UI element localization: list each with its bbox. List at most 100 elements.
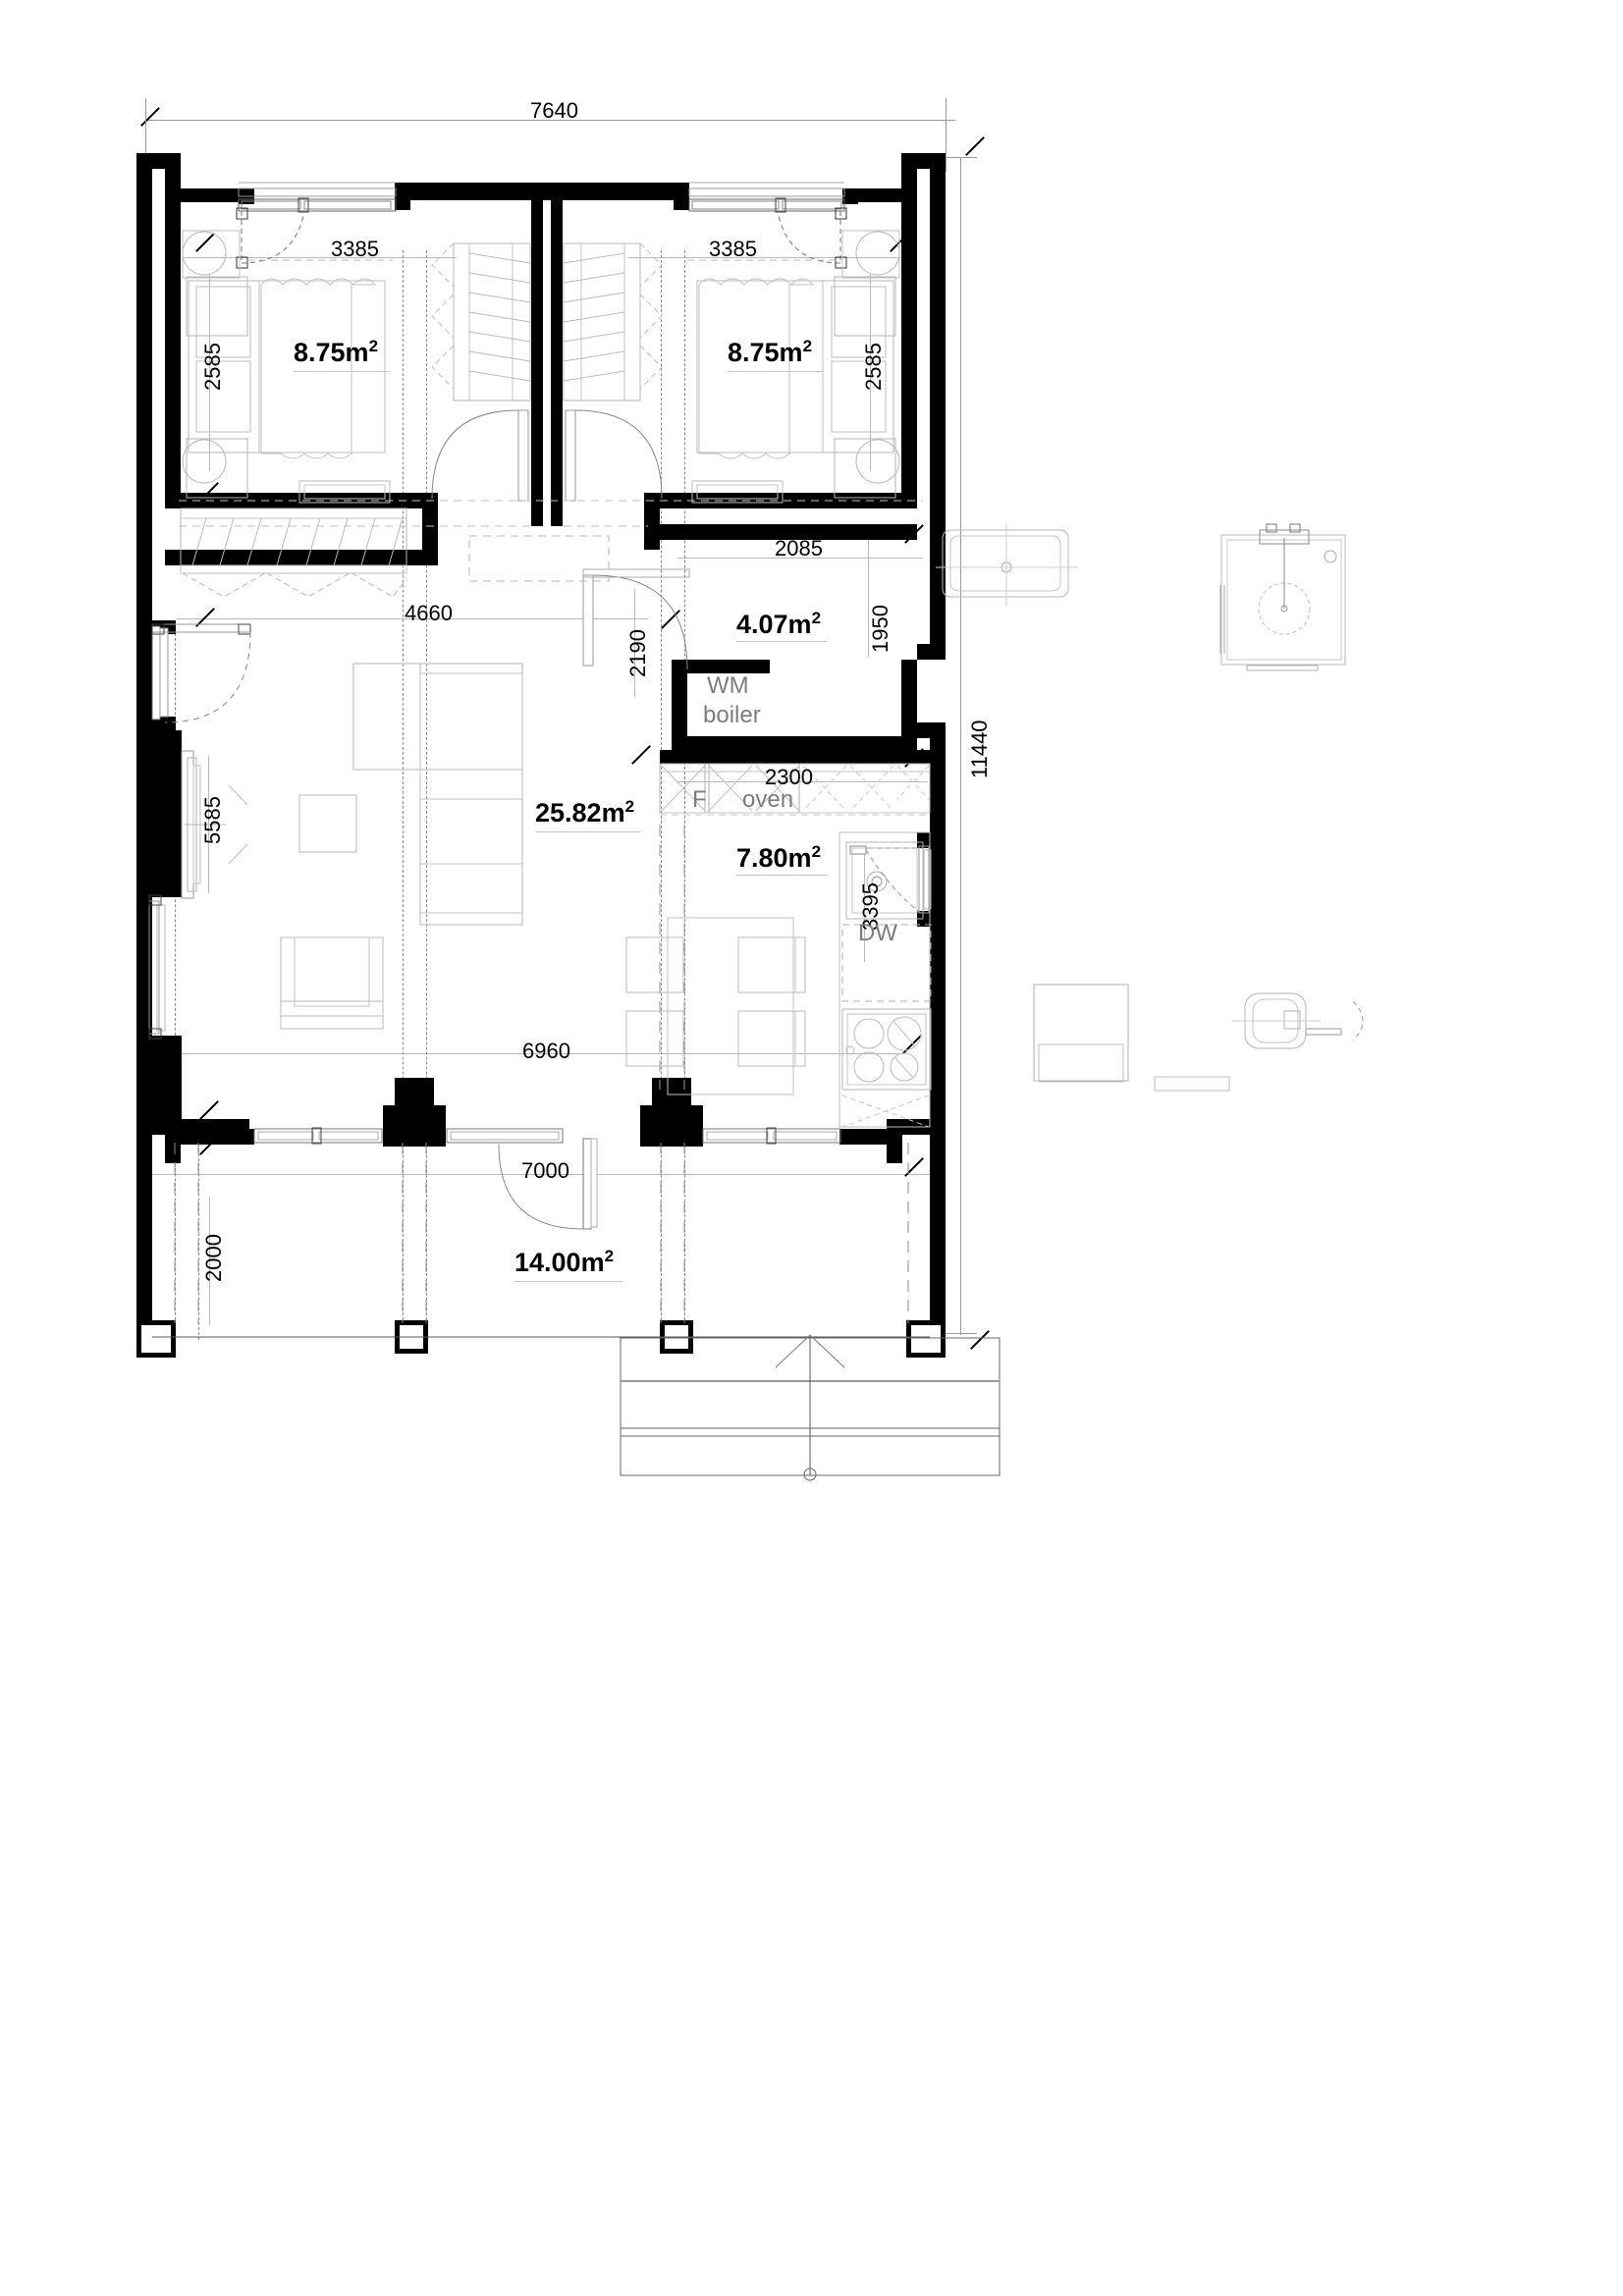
area-underline (294, 371, 390, 372)
dimension-bedroom-left-depth: 2585 (200, 343, 225, 391)
area-sup: 2 (811, 609, 822, 627)
grid-axis (661, 250, 662, 1340)
dimension-bedroom-right-depth: 2585 (861, 343, 886, 391)
wall-boiler-left (672, 660, 687, 750)
dim-line-overall-width-2 (946, 120, 955, 121)
dim-line-hall-width (177, 618, 648, 619)
area-sup: 2 (368, 337, 379, 355)
dim-tick (140, 107, 160, 127)
wall-bedroom-right-stub (644, 493, 660, 550)
wall-corridor-right (551, 194, 563, 508)
area-bedroom-right: 8.75m2 (728, 337, 812, 368)
wall-boiler-bottom (672, 736, 917, 750)
grid-axis (426, 250, 427, 1340)
dim-tick (965, 136, 985, 156)
dimension-bathroom-width: 2085 (775, 536, 823, 561)
area-value: 8.75m (728, 338, 803, 367)
area-sup: 2 (604, 1247, 615, 1265)
wall-kitchen-top (660, 750, 930, 764)
wall-bottom-left-return (165, 1129, 249, 1145)
dimension-hall-width: 4660 (405, 601, 453, 625)
dimension-terrace-width: 7000 (521, 1158, 569, 1183)
area-underline (736, 641, 827, 642)
grid-axis (175, 1139, 176, 1340)
dimension-bedroom-left-width: 3385 (331, 237, 379, 261)
wall-bedroom-left-inner (165, 188, 181, 493)
wall-left-door-jamb-bottom (136, 717, 176, 730)
dimension-living-depth: 5585 (200, 796, 225, 844)
column-pier-right-cap (640, 1105, 703, 1147)
dim-tick (195, 608, 215, 627)
column-pier-left-cap (383, 1105, 446, 1147)
area-bedroom-left: 8.75m2 (294, 337, 378, 368)
area-sup: 2 (811, 842, 822, 861)
dim-ext (938, 1333, 977, 1334)
dimension-bathroom-depth: 1950 (868, 605, 893, 653)
wall-window-jamb (239, 188, 254, 204)
wall-bathroom-right-inner (901, 660, 917, 750)
terrace-post-right-hole (911, 1325, 941, 1353)
dim-line-living-width (157, 1053, 903, 1054)
wall-left-pier-lower (136, 1036, 182, 1134)
area-underline (736, 875, 827, 876)
dim-line-bedroom-right (628, 257, 913, 258)
dim-tick (902, 1035, 922, 1054)
wall-kitchen-window-jamb-bot (917, 911, 946, 927)
wall-top-right-return (842, 188, 917, 202)
dim-line-overall-width (145, 120, 946, 121)
label-dishwasher: DW (858, 920, 897, 946)
wall-kitchen-window-jamb-top (917, 832, 946, 848)
area-value: 4.07m (736, 610, 812, 639)
dim-line-terrace-depth (209, 1198, 210, 1325)
area-value: 25.82m (535, 798, 625, 828)
wall-pier (165, 153, 181, 194)
dim-ext (145, 98, 146, 172)
dim-line-bathroom-width (677, 558, 923, 559)
dim-line-bedroom-left (182, 257, 457, 258)
dim-tick (661, 610, 680, 629)
wall-top-left-return (165, 188, 239, 202)
wall-bedroom-right-inner (901, 188, 917, 493)
wall-bedroom-right-bottom (644, 493, 917, 508)
label-washing-machine: WM (707, 672, 749, 699)
label-oven: oven (742, 786, 794, 813)
terrace-post-left-hole (141, 1325, 171, 1353)
wall-exterior-top-center (395, 183, 689, 200)
area-underline (514, 1281, 622, 1282)
label-boiler: boiler (703, 702, 761, 728)
area-value: 8.75m (294, 338, 369, 367)
area-bathroom: 4.07m2 (736, 609, 821, 640)
dimension-bedroom-right-width: 3385 (709, 237, 757, 261)
dim-line-overall-height (960, 157, 961, 1335)
area-terrace: 14.00m2 (514, 1247, 614, 1278)
dim-line-bathroom-depth (868, 530, 869, 658)
area-value: 7.80m (736, 843, 812, 873)
area-living-room: 25.82m2 (535, 797, 634, 828)
wall-jamb (395, 183, 410, 210)
dimension-overall-width: 7640 (530, 98, 578, 123)
terrace-post-ml-hole (400, 1325, 423, 1349)
wall-bathroom-top (660, 524, 917, 540)
wall-storage-bottom (165, 550, 438, 565)
area-underline (728, 371, 824, 372)
wall-jamb (674, 183, 689, 210)
wall-exterior-right-mid (930, 738, 946, 915)
label-fridge: F (692, 786, 707, 813)
area-sup: 2 (624, 797, 635, 816)
dim-ext (938, 157, 977, 158)
wall-corridor-left-b (531, 497, 543, 526)
area-value: 14.00m (514, 1248, 605, 1277)
grid-axis (198, 1139, 199, 1340)
wall-bottom-jamb (241, 1129, 254, 1145)
wall-exterior-right (930, 153, 946, 644)
wall-exterior-right-lower (930, 927, 946, 1133)
wall-bedroom-left-bottom (165, 493, 438, 508)
wall-exterior-left-bottom (136, 1119, 152, 1340)
wall-left-pier (136, 730, 182, 897)
wall-exterior-right-bottom (930, 1119, 946, 1340)
wall-left-door-jamb-top (136, 620, 176, 634)
dim-tick (199, 1100, 219, 1120)
dimension-hall-door-depth: 2190 (625, 629, 650, 677)
dim-tick (195, 233, 215, 252)
